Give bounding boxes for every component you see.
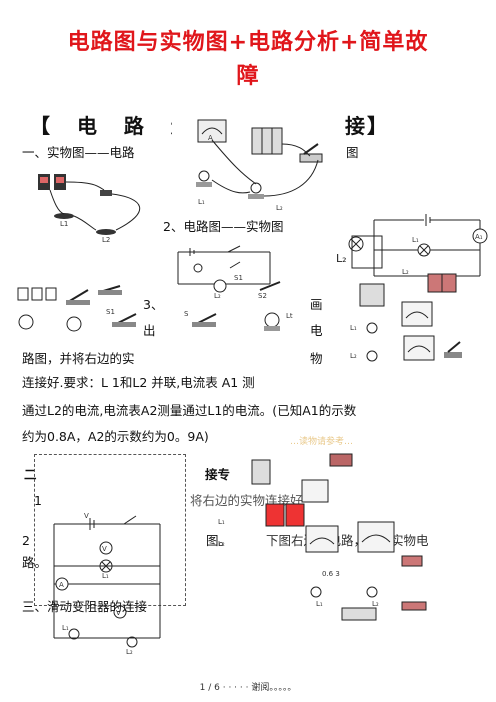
bulb-label-l1-dashed: L₁ <box>102 572 109 580</box>
bulb-label-l2-dashed: L₂ <box>126 648 133 656</box>
circuit-diagram-dashed: V V L₁ A V L₁ L₂ <box>53 512 161 656</box>
meter-scale-label: 0.6 3 <box>322 570 340 578</box>
bulb-label-l1-s2: L₁ <box>218 518 225 526</box>
requirement-line-3: 约为0.8A，A2的示数约为0。9A) <box>22 429 209 444</box>
apparatus-figure-top: A L₁ L₂ <box>172 104 332 214</box>
section-2-label: 2、电路图——实物图 <box>163 219 284 234</box>
section-3-number: 3、 <box>143 297 164 312</box>
bulb-label-l1-left: L1 <box>60 220 68 228</box>
page-footer: 1 / 6 · · · · · 谢阅。。。。。 <box>199 683 297 693</box>
bulb-label-l2-bottom: L₂ <box>372 600 379 608</box>
page-title: 电路图与实物图+电路分析+简单故 障 <box>20 26 476 94</box>
row-1-number: 1 <box>34 493 42 508</box>
voltmeter-label-lower: V <box>116 609 121 617</box>
switch-label-s1-row: S1 <box>106 308 115 316</box>
apparatus-figure-right: L₁ L₂ <box>350 273 462 362</box>
apparatus-figure-section-two: L₁ L₂ 0.6 3 L₁ L₂ <box>218 453 427 621</box>
switch-label-s1: S1 <box>234 274 243 282</box>
bulb-label-l2-lower: L₂ <box>402 268 409 276</box>
row-2-mid: 图。 <box>206 533 232 548</box>
circuit-diagram-section-3: L₂ S2 <box>213 279 281 300</box>
requirement-line-1: 连接好.要求：L 1和L2 并联,电流表 A1 测 <box>22 375 255 390</box>
bulb-label-l2: L₂ <box>276 204 283 212</box>
ammeter-a1-label: A₁ <box>475 233 483 241</box>
bulb-label-lt: Lt <box>286 312 293 320</box>
bulb-label-l2-cluster: L₂ <box>350 352 357 360</box>
switch-label-s: S <box>184 310 189 318</box>
ammeter-label-dashed: A <box>59 581 64 589</box>
circuit-diagram-right: A₁ L₂ L₁ L₂ <box>336 214 488 277</box>
section-three-title: 三、滑动变阻器的连接 <box>22 599 148 614</box>
section-3-dian: 电 <box>310 323 323 338</box>
component-row-left: S1 S Lt <box>17 285 293 332</box>
row-2-end: 路。 <box>22 555 48 570</box>
section-two-heading: 接专 <box>205 467 231 482</box>
bulb-label-l1-cluster: L₁ <box>350 324 357 332</box>
apparatus-figure-left: L1 L2 <box>38 174 140 244</box>
section-3-chu: 出 <box>143 323 156 338</box>
section-two-fragment: 二 <box>24 467 37 482</box>
row-2-number: 2 <box>22 533 30 548</box>
bulb-label-l1: L₁ <box>198 198 205 206</box>
requirement-line-2: 通过L2的电流,电流表A2测量通过L1的电流。(已知A1的示数 <box>22 403 357 418</box>
switch-label-s2: S2 <box>258 292 267 300</box>
section-3-wu: 物 <box>310 351 323 366</box>
bulb-label-l2-right: L₂ <box>336 252 347 265</box>
bulb-label-l1-right: L₁ <box>412 236 419 244</box>
title-line-2: 障 <box>236 64 260 89</box>
ammeter-label: A <box>208 134 213 142</box>
bulb-label-l1-bottom: L₁ <box>316 600 323 608</box>
section-1-tail: 图 <box>346 145 359 160</box>
faint-watermark: …读物请参考… <box>290 437 354 447</box>
section-1-label: 一、实物图——电路 <box>22 145 135 160</box>
dashed-frame <box>34 454 186 606</box>
title-line-1: 电路图与实物图+电路分析+简单故 <box>67 30 429 55</box>
section-3-line-2: 路图，并将右边的实 <box>22 351 135 366</box>
bulb-label-l2-s2: L₂ <box>218 540 225 548</box>
voltmeter-label: V <box>102 545 107 553</box>
section-3-hua: 画 <box>310 297 323 312</box>
voltmeter-label-top: V <box>84 512 89 520</box>
section-heading-right: 接】 <box>345 114 389 138</box>
bulb-label-l2-mid: L₂ <box>214 292 221 300</box>
bulb-label-l1-lower: L₁ <box>62 624 69 632</box>
section-heading-left: 【 电 路 连 <box>30 114 201 138</box>
bulb-label-l2-left: L2 <box>102 236 110 244</box>
